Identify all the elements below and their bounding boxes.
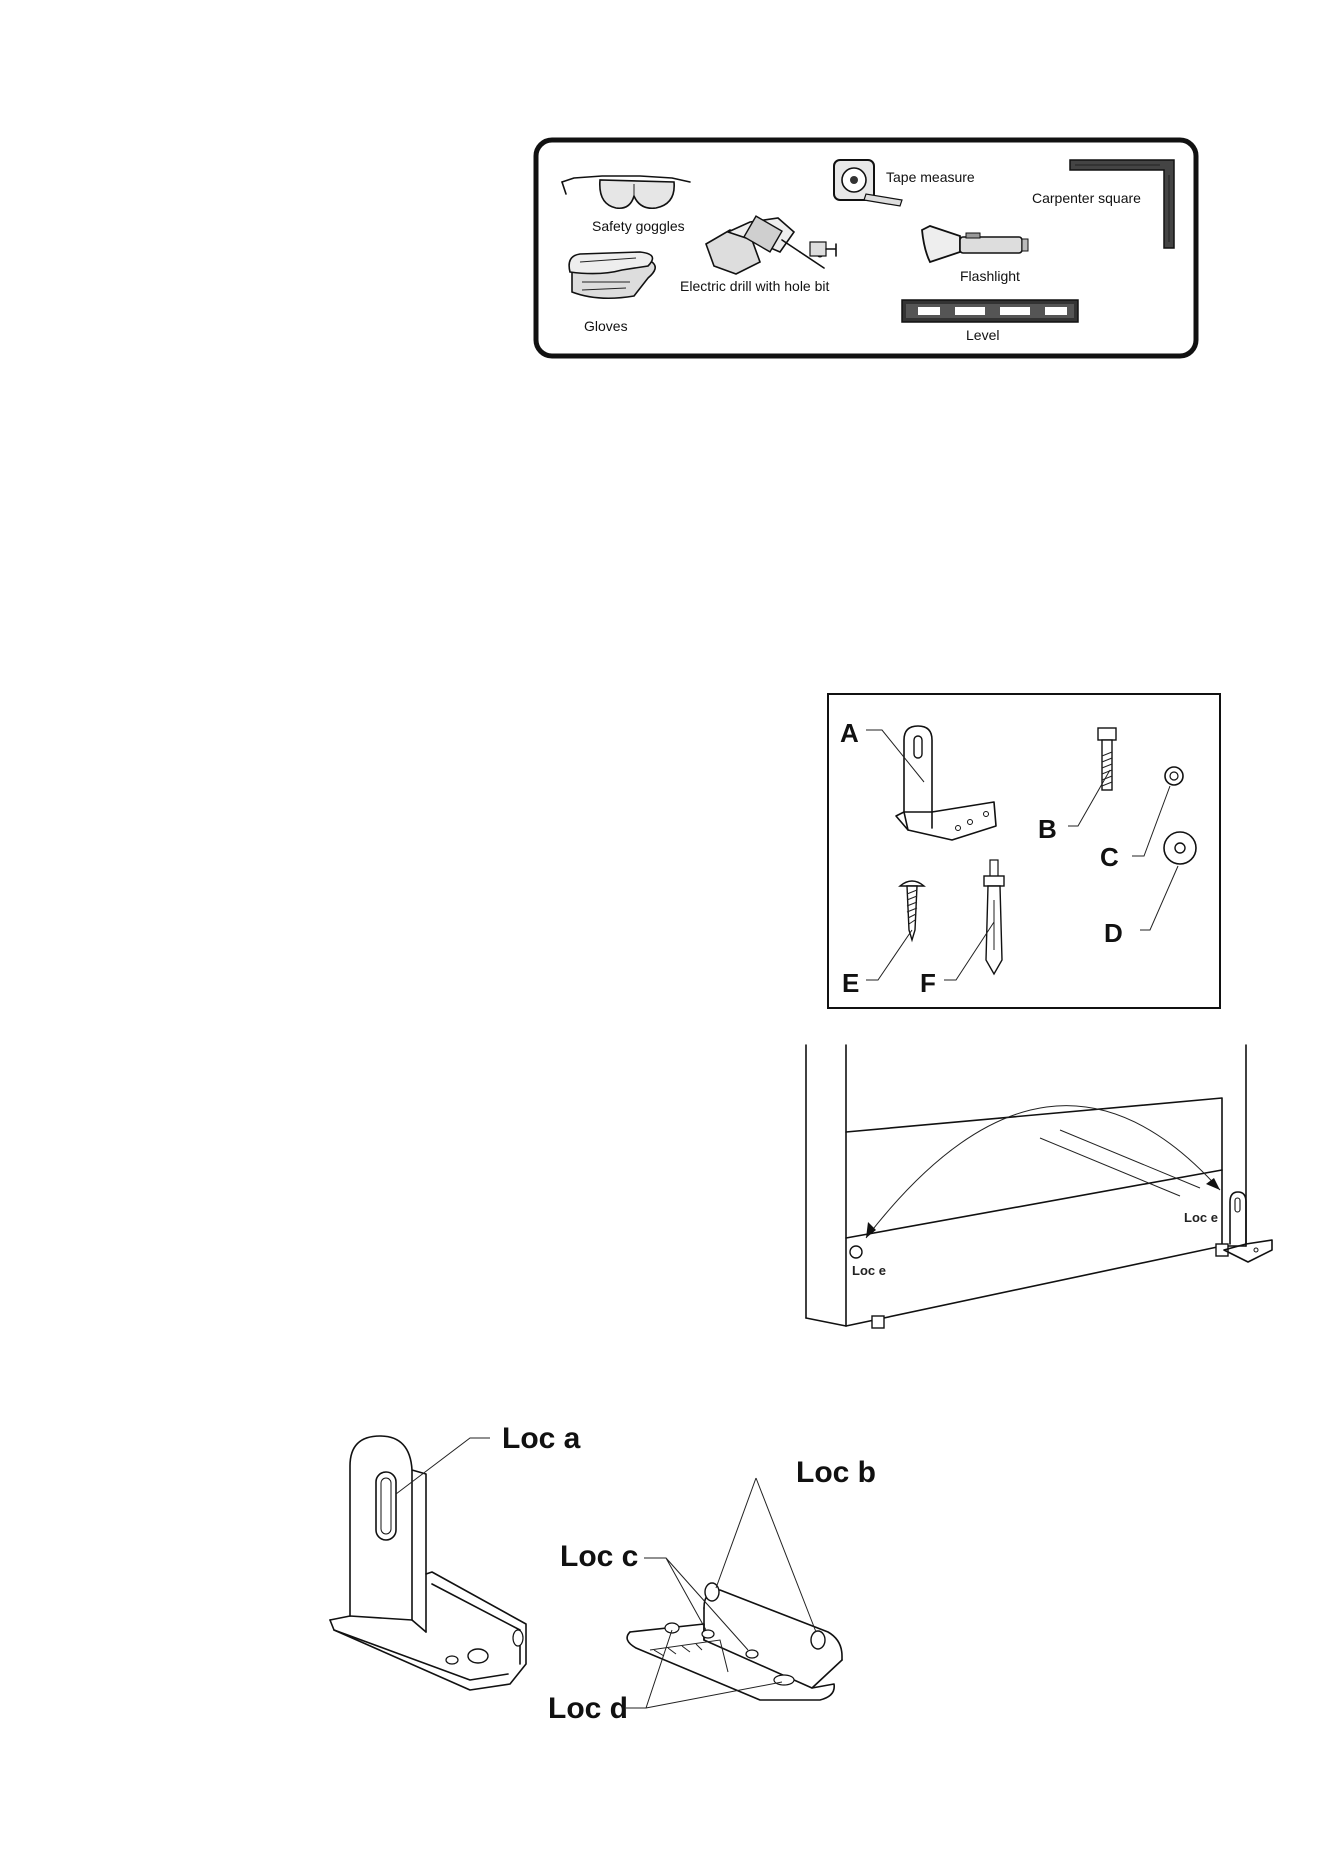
loc-c-leaders bbox=[644, 1558, 748, 1650]
loc-b-leaders bbox=[716, 1478, 816, 1632]
loc-d-label: Loc d bbox=[548, 1692, 628, 1725]
bracket-side-view-icon bbox=[330, 1436, 526, 1690]
bracket-base-view-icon bbox=[627, 1583, 842, 1700]
loc-a-leader bbox=[396, 1438, 490, 1494]
bracket-detail-drawing: Loc a Loc b Loc c Loc d bbox=[0, 0, 1324, 1760]
loc-a-label: Loc a bbox=[502, 1422, 581, 1455]
loc-b-label: Loc b bbox=[796, 1456, 876, 1489]
loc-d-leaders bbox=[626, 1630, 782, 1708]
bracket-detail-figure: Loc a Loc b Loc c Loc d bbox=[0, 0, 1324, 1760]
loc-c-label: Loc c bbox=[560, 1540, 638, 1573]
